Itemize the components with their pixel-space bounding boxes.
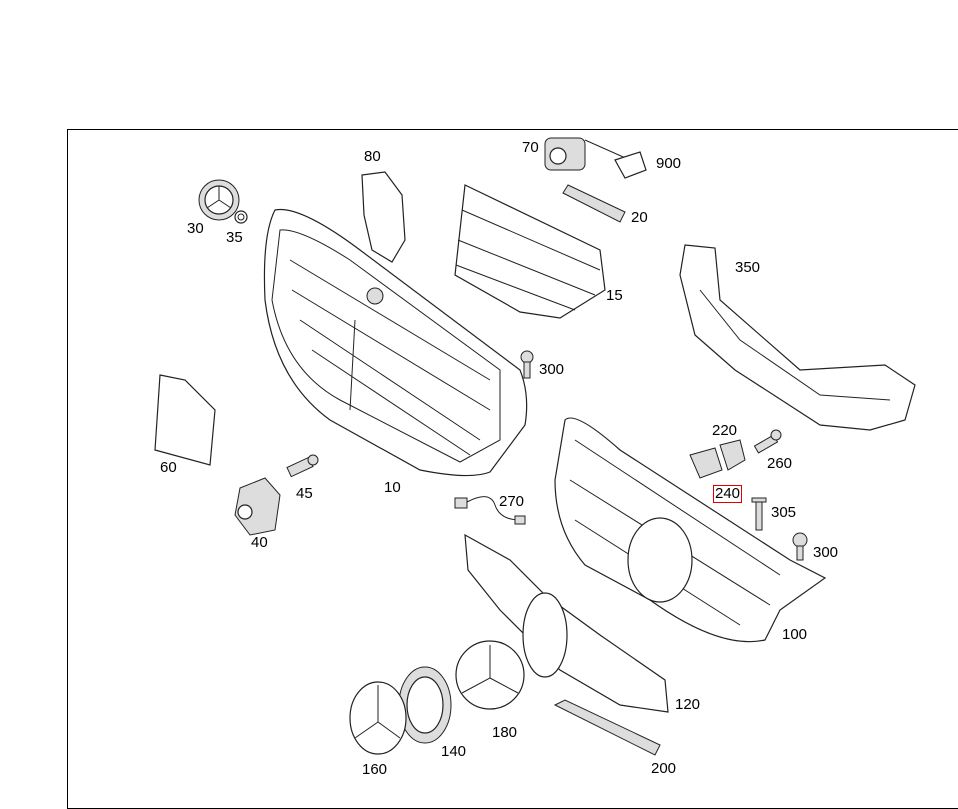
label-300-a[interactable]: 300 (539, 361, 565, 378)
part-220-clip[interactable] (719, 439, 746, 471)
part-900-label[interactable] (614, 151, 647, 179)
part-300-screw-b[interactable] (792, 532, 808, 561)
label-70[interactable]: 70 (522, 139, 539, 156)
label-220[interactable]: 220 (712, 422, 738, 439)
label-80[interactable]: 80 (364, 148, 381, 165)
part-15-grille-louver[interactable] (454, 184, 606, 319)
label-60[interactable]: 60 (160, 459, 177, 476)
part-70-sensor[interactable] (544, 137, 631, 171)
label-180[interactable]: 180 (492, 724, 518, 741)
label-30[interactable]: 30 (187, 220, 204, 237)
part-120-trim[interactable] (464, 533, 669, 713)
label-305[interactable]: 305 (771, 504, 797, 521)
label-35[interactable]: 35 (226, 229, 243, 246)
label-100[interactable]: 100 (782, 626, 808, 643)
part-140-emblem-carrier[interactable] (398, 666, 452, 744)
label-20[interactable]: 20 (631, 209, 648, 226)
part-260-bolt[interactable] (753, 429, 782, 454)
part-160-emblem[interactable] (349, 681, 407, 755)
part-35-grommet[interactable] (234, 210, 248, 224)
part-10-grille[interactable] (263, 208, 528, 477)
label-200[interactable]: 200 (651, 760, 677, 777)
part-80-bracket[interactable] (361, 171, 406, 263)
label-10[interactable]: 10 (384, 479, 401, 496)
label-140[interactable]: 140 (441, 743, 467, 760)
label-300-b[interactable]: 300 (813, 544, 839, 561)
part-270-harness[interactable] (454, 496, 526, 525)
label-900[interactable]: 900 (656, 155, 682, 172)
label-260[interactable]: 260 (767, 455, 793, 472)
part-40-sensor[interactable] (234, 477, 281, 536)
part-60-cover[interactable] (154, 374, 216, 466)
part-20-bracket[interactable] (562, 184, 626, 223)
label-350[interactable]: 350 (735, 259, 761, 276)
part-180-emblem[interactable] (455, 640, 525, 710)
label-240-highlighted[interactable]: 240 (713, 485, 743, 503)
label-15[interactable]: 15 (606, 287, 623, 304)
label-120[interactable]: 120 (675, 696, 701, 713)
label-40[interactable]: 40 (251, 534, 268, 551)
part-300-screw-a[interactable] (520, 350, 534, 379)
part-45-bolt[interactable] (286, 454, 319, 478)
label-270[interactable]: 270 (499, 493, 525, 510)
part-350-carrier[interactable] (679, 244, 916, 431)
part-240-bracket[interactable] (689, 447, 723, 479)
part-305-pin[interactable] (751, 497, 767, 531)
part-200-strip[interactable] (553, 699, 661, 756)
label-160[interactable]: 160 (362, 761, 388, 778)
label-45[interactable]: 45 (296, 485, 313, 502)
part-30-emblem[interactable] (198, 179, 240, 221)
part-100-diamond-grille[interactable] (554, 417, 827, 643)
